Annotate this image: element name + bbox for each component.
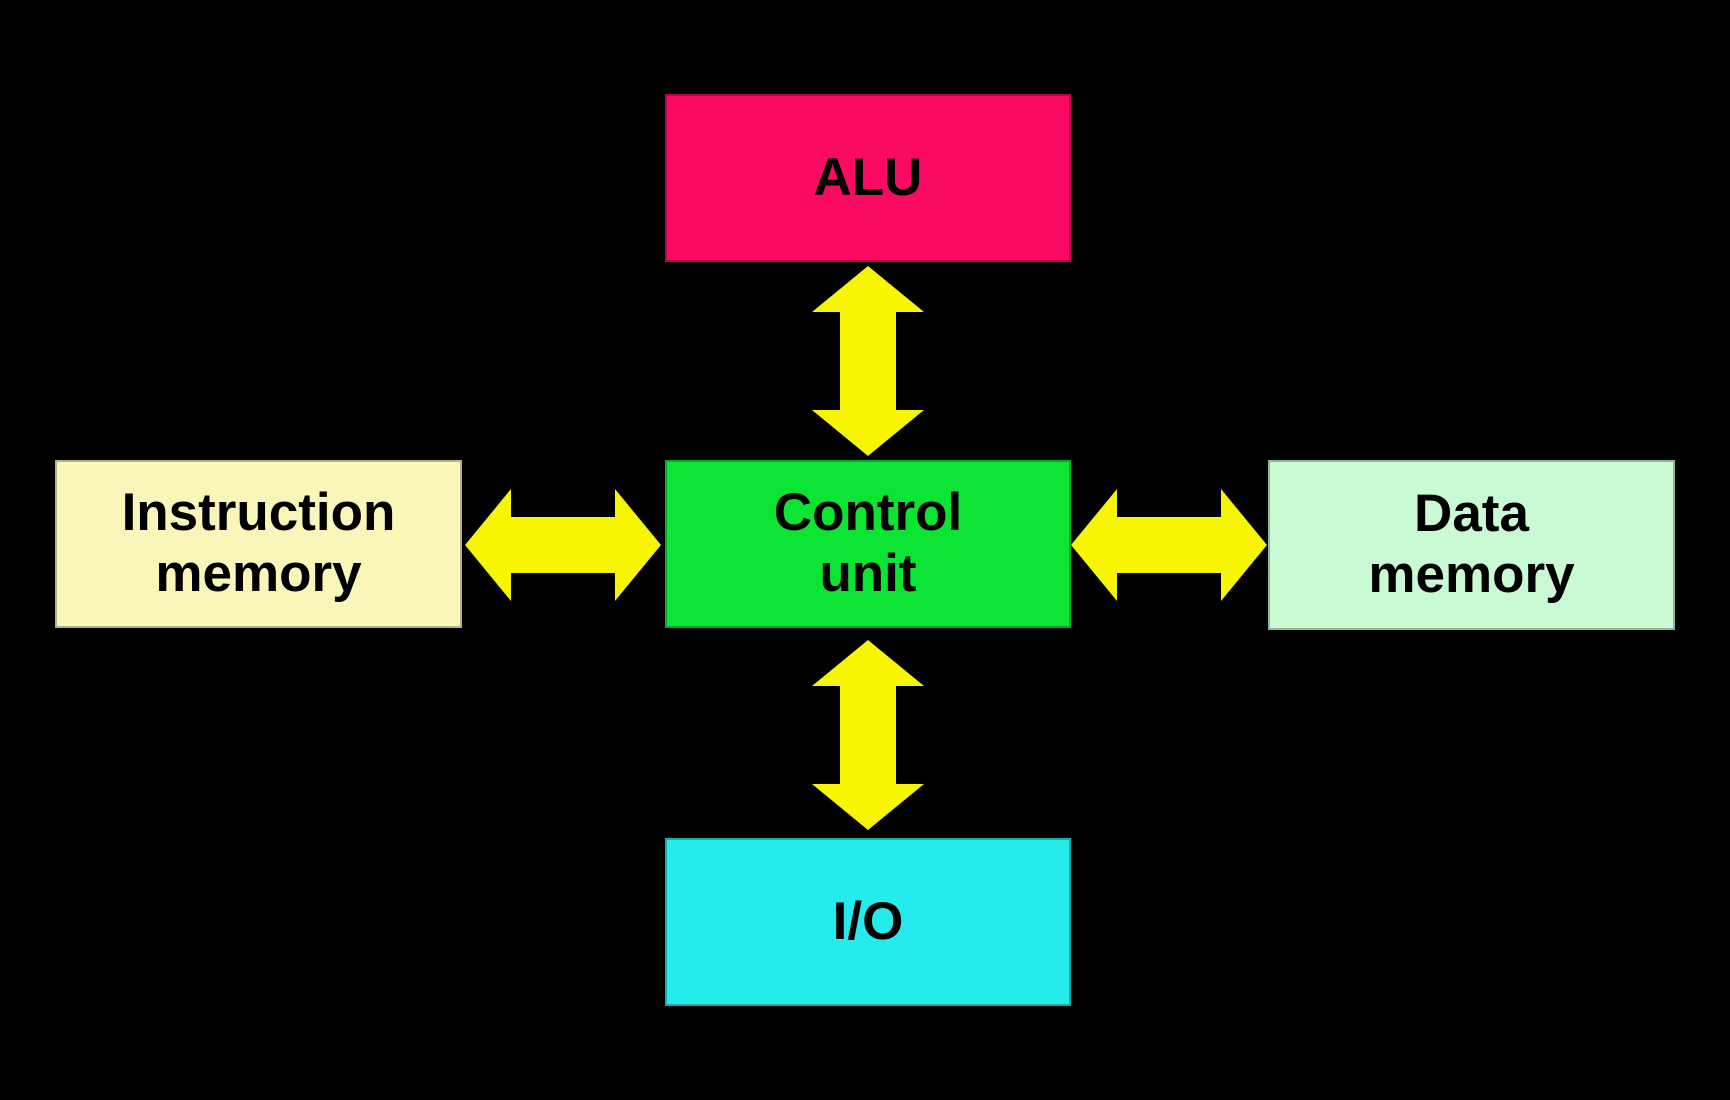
io-node: I/O: [665, 838, 1071, 1006]
instruction-memory-label-line1: Instruction: [121, 483, 396, 543]
double-arrow-vertical-shape: [812, 266, 924, 456]
instruction-memory-label-line2: memory: [155, 544, 362, 603]
instruction-memory-node: Instruction memory: [55, 460, 462, 628]
control-unit-node: Control unit: [665, 460, 1071, 628]
alu-label: ALU: [814, 148, 923, 209]
data-memory-label-line1: Data: [1414, 484, 1529, 544]
data-memory-label: Data memory: [1368, 484, 1574, 606]
control-unit-label-line2: unit: [819, 544, 917, 603]
alu-label-text: ALU: [813, 147, 923, 207]
double-arrow-horizontal-shape: [465, 489, 661, 601]
io-label: I/O: [833, 892, 904, 953]
control-unit-label-line1: Control: [773, 483, 963, 543]
double-arrow-control-data-icon: [1071, 489, 1267, 601]
io-label-text: I/O: [832, 891, 904, 951]
instruction-memory-label: Instruction memory: [122, 483, 396, 605]
double-arrow-vertical-shape: [812, 640, 924, 830]
double-arrow-instruction-control-icon: [465, 489, 661, 601]
control-unit-label: Control unit: [774, 483, 962, 605]
alu-node: ALU: [665, 94, 1071, 262]
double-arrow-control-io-icon: [812, 640, 924, 830]
data-memory-label-line2: memory: [1368, 545, 1575, 604]
data-memory-node: Data memory: [1268, 460, 1675, 630]
double-arrow-horizontal-shape: [1071, 489, 1267, 601]
double-arrow-alu-control-icon: [812, 266, 924, 456]
